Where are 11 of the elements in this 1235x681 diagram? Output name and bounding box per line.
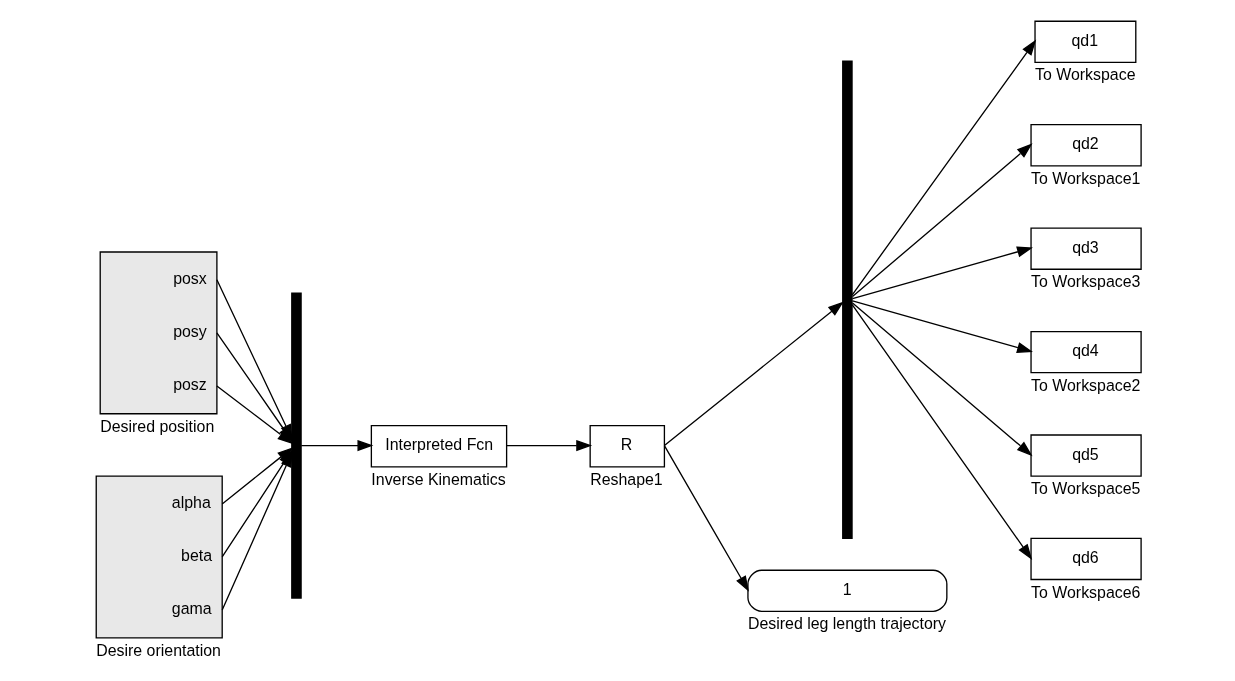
node-label: Reshape1 bbox=[589, 470, 663, 488]
node-label: Desire orientation bbox=[95, 641, 221, 659]
node-label: To Workspace6 bbox=[1030, 583, 1140, 601]
node-label: To Workspace bbox=[1034, 66, 1136, 84]
node-label: To Workspace5 bbox=[1030, 480, 1140, 498]
node-label: To Workspace1 bbox=[1030, 169, 1140, 187]
node-label: To Workspace2 bbox=[1030, 376, 1140, 394]
node-label: Inverse Kinematics bbox=[370, 470, 506, 488]
node-label: To Workspace3 bbox=[1030, 273, 1140, 291]
node-label: Desired position bbox=[99, 417, 214, 435]
node-label: Desired leg length trajectory bbox=[747, 615, 946, 633]
